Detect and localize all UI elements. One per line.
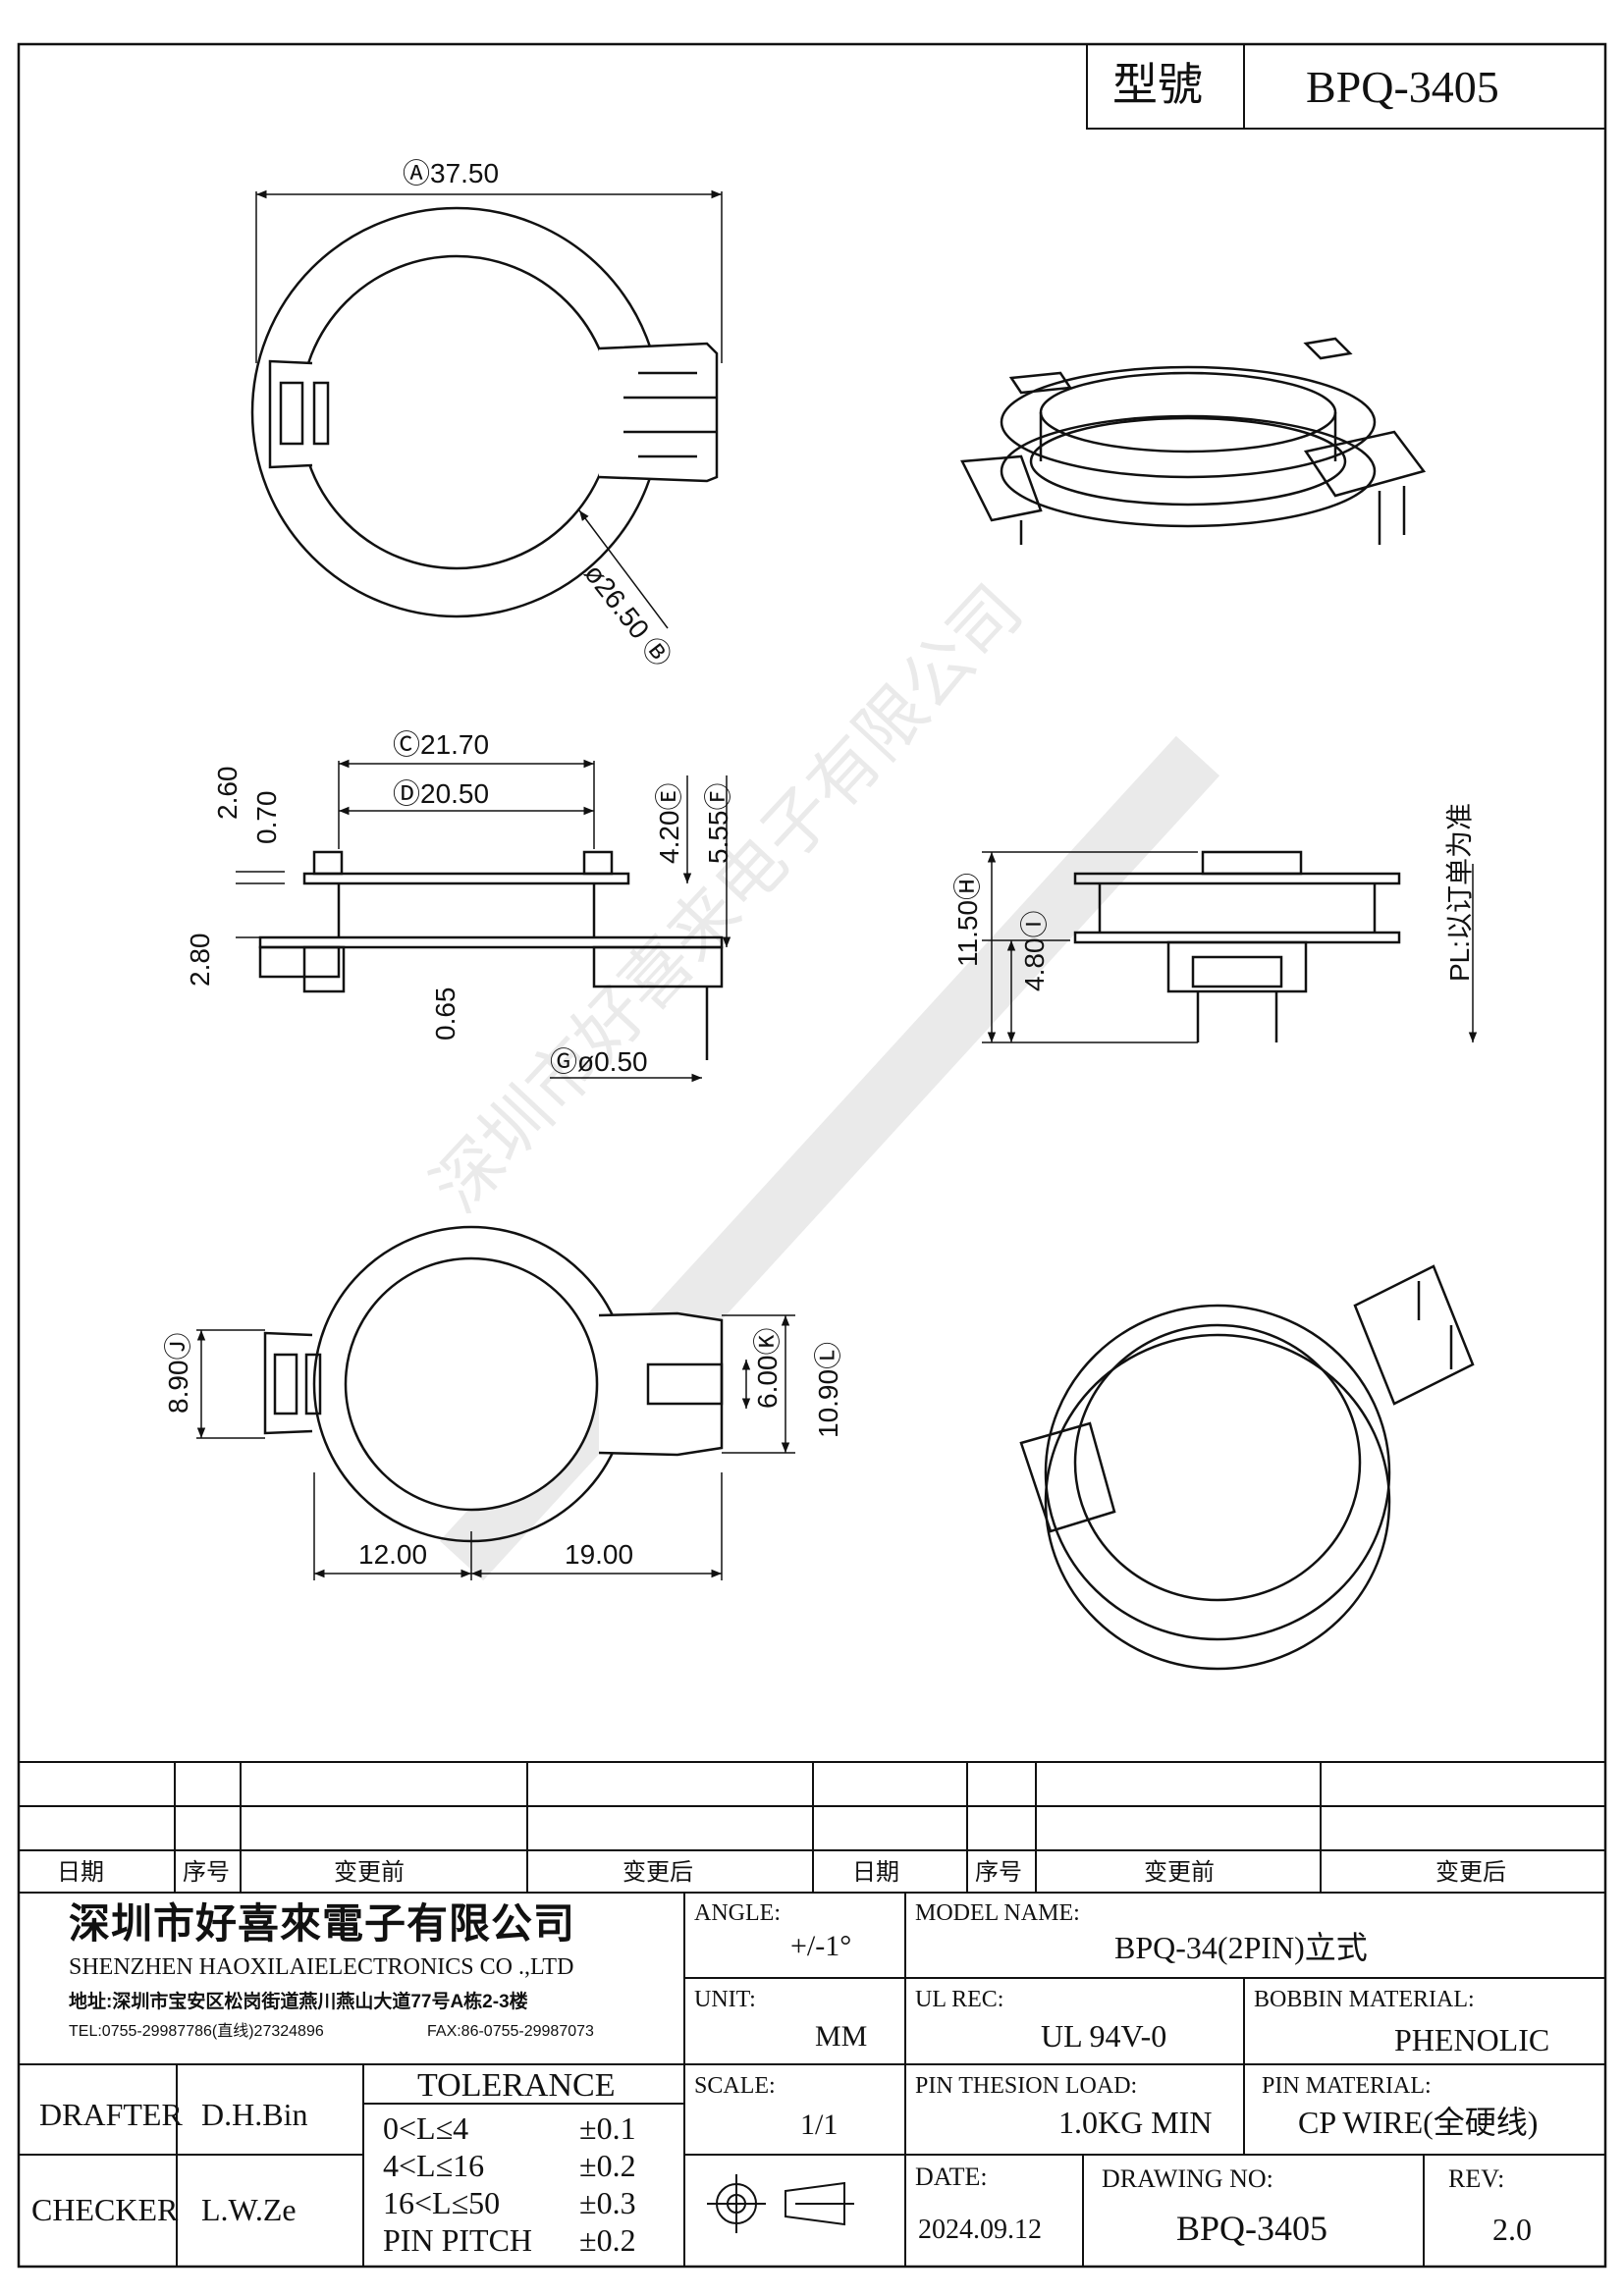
dim-a: Ⓐ37.50 [403,158,500,188]
dim-l: 10.90Ⓛ [813,1341,843,1438]
scale-value: 1/1 [800,2109,839,2141]
rev-header-seq-1: 序号 [183,1859,230,1886]
dim-065: 0.65 [430,987,460,1041]
drafter-label: DRAFTER [39,2097,183,2132]
date-label: DATE: [915,2163,988,2191]
rev-header-date-1: 日期 [57,1859,104,1886]
unit-value: MM [815,2020,868,2053]
dim-j: 8.90Ⓙ [163,1332,193,1415]
checker-name: L.W.Ze [201,2192,297,2227]
dim-070: 0.70 [251,790,282,845]
dim-f: 5.55Ⓕ [703,782,733,865]
dim-1900: 19.00 [565,1539,634,1570]
company-address: 地址:深圳市宝安区松岗街道燕川燕山大道77号A栋2-3楼 [69,1992,528,2012]
bobbin-material-value: PHENOLIC [1394,2022,1550,2057]
side-view-dims [982,851,1478,1043]
checker-label: CHECKER [31,2192,179,2227]
dim-e: 4.20Ⓔ [654,782,684,865]
drawing-no-label: DRAWING NO: [1102,2164,1273,2193]
pin-material-label: PIN MATERIAL: [1262,2073,1432,2099]
front-view-dims [236,759,731,1083]
rev-header-before-1: 变更前 [334,1859,405,1886]
title-block-grid [19,1893,1605,2267]
pl-note: PL:以订单为准 [1444,802,1475,982]
tolerance-value-3: ±0.3 [579,2185,636,2220]
company-tel: TEL:0755-29987786(直线)27324896 [69,2023,324,2040]
date-value: 2024.09.12 [918,2215,1042,2245]
model-value: BPQ-3405 [1306,62,1499,112]
company-name-en: SHENZHEN HAOXILAIELECTRONICS CO .,LTD [69,1954,574,1980]
model-name-value: BPQ-34(2PIN)立式 [1114,1930,1368,1965]
rev-value: 2.0 [1492,2212,1532,2247]
bottom-view-dims [196,1314,795,1580]
drafter-name: D.H.Bin [201,2097,308,2132]
iso-view-1 [960,337,1427,545]
angle-value: +/-1° [790,1930,852,1962]
rev-header-after-1: 变更后 [623,1859,693,1886]
dim-h: 11.50Ⓗ [952,873,983,967]
projection-symbol [707,2174,854,2233]
bobbin-material-label: BOBBIN MATERIAL: [1254,1987,1475,2012]
dim-i: 4.80Ⓘ [1019,910,1050,992]
pin-load-label: PIN THESION LOAD: [915,2073,1138,2099]
rev-label: REV: [1448,2164,1505,2193]
rev-header-seq-2: 序号 [975,1859,1022,1886]
dim-280: 2.80 [185,933,215,988]
dim-260: 2.60 [212,766,243,821]
dim-c: Ⓒ21.70 [393,729,490,760]
ul-rec-value: UL 94V-0 [1041,2018,1167,2054]
tolerance-title: TOLERANCE [417,2067,616,2104]
revision-table-grid [19,1761,1605,1894]
rev-header-after-2: 变更后 [1435,1859,1506,1886]
tolerance-value-1: ±0.1 [579,2110,636,2146]
top-view [250,206,719,618]
tolerance-value-4: ±0.2 [579,2222,636,2258]
unit-label: UNIT: [694,1987,756,2012]
tolerance-range-4: PIN PITCH [383,2222,533,2258]
pin-load-value: 1.0KG MIN [1058,2105,1213,2140]
tolerance-range-1: 0<L≤4 [383,2110,469,2146]
model-name-label: MODEL NAME: [915,1900,1080,1926]
angle-label: ANGLE: [694,1900,781,1926]
dim-k: 6.00Ⓚ [752,1327,783,1410]
tolerance-value-2: ±0.2 [579,2148,636,2183]
sheet-border [17,42,1607,2269]
company-fax: FAX:86-0755-29987073 [427,2023,594,2040]
tolerance-range-2: 4<L≤16 [383,2148,485,2183]
drawing-no-value: BPQ-3405 [1176,2209,1328,2248]
dim-d: Ⓓ20.50 [393,778,490,809]
side-view [1073,850,1401,1042]
pin-material-value: CP WIRE(全硬线) [1298,2105,1539,2140]
rev-header-date-2: 日期 [852,1859,899,1886]
dim-g: Ⓖø0.50 [550,1046,648,1077]
iso-view-2 [1019,1264,1475,1671]
front-view [258,850,724,1060]
model-title-box [1086,43,1606,130]
tolerance-range-3: 16<L≤50 [383,2185,501,2220]
scale-label: SCALE: [694,2073,776,2099]
ul-rec-label: UL REC: [915,1987,1004,2012]
rev-header-before-2: 变更前 [1144,1859,1215,1886]
bottom-view [263,1225,724,1543]
model-label: 型號 [1112,60,1203,110]
company-name-cn: 深圳市好喜來電子有限公司 [69,1902,576,1948]
dim-1200: 12.00 [358,1539,428,1570]
dimension-a-lines [255,189,723,629]
